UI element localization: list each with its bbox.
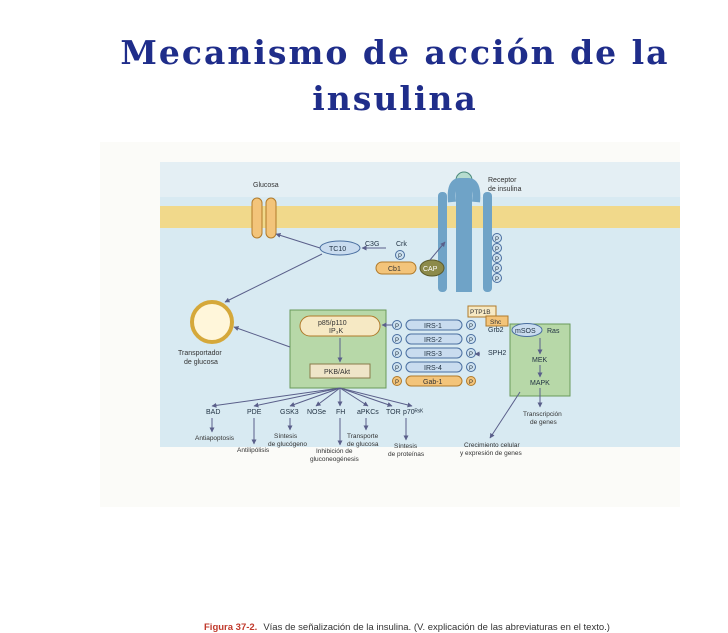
receptor-phosphate-5: P (495, 277, 499, 283)
irs-2-label: IRS-2 (424, 337, 442, 344)
mek-label: MEK (532, 357, 548, 364)
shc-node (485, 315, 509, 327)
crk-label: Crk (396, 241, 407, 248)
outcome-transcripcion-2: de genes (530, 419, 557, 426)
target-bad: BAD (206, 409, 220, 416)
outcome-glucogeno-2: de glucógeno (268, 441, 307, 448)
figure-number: Figura 37-2. (204, 622, 258, 633)
outcome-antilipolisis: Antilipólisis (237, 447, 270, 454)
arrows (209, 232, 543, 446)
outcome-transcripcion-1: Transcripción (523, 411, 562, 418)
pi3k-node (299, 315, 381, 337)
pkb-label: PKB/Akt (324, 369, 350, 376)
irs-1-label: IRS-1 (424, 323, 442, 330)
receptor-label-2: de insulina (488, 186, 522, 193)
pi3k-label-2: IP₃K (329, 328, 343, 335)
receptor-phosphate-1: P (495, 237, 499, 243)
irs-3-label: IRS-3 (424, 351, 442, 358)
ptp1b-node (467, 305, 497, 318)
cb1-label: Cb1 (388, 266, 401, 273)
outcome-antiapoptosis: Antiapoptosis (195, 435, 235, 442)
svg-text:P: P (395, 380, 399, 386)
title-line-2: insulina (312, 79, 478, 118)
title-line-1: Mecanismo de acción de la (120, 33, 670, 72)
svg-text:P: P (395, 324, 399, 330)
msos-label: mSOS (515, 328, 536, 335)
svg-text:P: P (395, 338, 399, 344)
ras-label: Ras (547, 328, 560, 335)
tc10-label: TC10 (329, 246, 346, 253)
outcomes: Antiapoptosis Antilipólisis Síntesis de … (195, 411, 562, 463)
gab-1-label: Gab-1 (423, 379, 443, 386)
svg-text:P: P (469, 380, 473, 386)
cell-membrane (160, 206, 680, 228)
figure-caption-text: Vías de señalización de la insulina. (V.… (263, 622, 610, 633)
target-gsk3: GSK3 (280, 409, 299, 416)
transporter-label-1: Transportador (178, 350, 222, 357)
cap-node (419, 259, 445, 277)
ptp1b-label: PTP1B (470, 309, 491, 316)
receptor-phosphate-2: P (495, 247, 499, 253)
svg-text:P: P (395, 366, 399, 372)
pi3k-label-1: p85/p110 (318, 320, 347, 327)
msos-node (511, 323, 543, 337)
receptor-phosphate-4: P (495, 267, 499, 273)
svg-text:P: P (469, 338, 473, 344)
svg-text:P: P (469, 366, 473, 372)
glucose-label: Glucosa (253, 182, 279, 189)
insulin-receptor (438, 171, 492, 292)
shc-label: Shc (490, 319, 502, 326)
irs-rows (392, 319, 476, 387)
sph2-label: SPH2 (488, 350, 506, 357)
crk-phosphate-label: P (398, 254, 402, 260)
target-nose: NOSe (307, 409, 326, 416)
figure-caption: Figura 37-2. Vías de señalización de la i… (204, 622, 728, 633)
outcome-glucogeno-1: Síntesis (274, 433, 298, 440)
pathway-diagram: Glucosa Receptor de insulina P P P P P T… (160, 162, 680, 463)
svg-text:P: P (469, 324, 473, 330)
extracellular-area (160, 162, 680, 197)
target-apkcs: aPKCs (357, 409, 379, 416)
c3g-label: C3G (365, 241, 379, 248)
outcome-crecimiento-1: Crecimiento celular (464, 442, 520, 449)
cap-label: CAP (423, 266, 438, 273)
irs-4-label: IRS-4 (424, 365, 442, 372)
outcome-proteinas-1: Síntesis (394, 443, 418, 450)
outcome-transporte-2: de glucosa (347, 441, 379, 448)
mapk-label: MAPK (530, 380, 550, 387)
slide-title: Mecanismo de acción de la insulina (95, 30, 695, 122)
crk-phosphate (395, 250, 405, 260)
target-tor: TOR (386, 409, 401, 416)
cb1-node (375, 261, 417, 275)
pkb-targets: BAD PDE GSK3 NOSe FH aPKCs TOR p70ᴿˢᴷ (206, 409, 423, 416)
outcome-gluconeo-1: Inhibición de (316, 448, 353, 455)
outcome-crecimiento-2: y expresión de genes (460, 450, 523, 457)
svg-text:P: P (395, 352, 399, 358)
transporter-label-2: de glucosa (184, 359, 218, 366)
target-fh: FH (336, 409, 345, 416)
grb2-label: Grb2 (488, 327, 504, 334)
outcome-transporte-1: Transporte (347, 433, 379, 440)
outcome-proteinas-2: de proteínas (388, 451, 425, 458)
pkb-node (309, 363, 371, 379)
signaling-figure: Glucosa Receptor de insulina P P P P P T… (100, 142, 680, 633)
outcome-gluconeo-2: gluconeogénesis (310, 456, 360, 463)
target-pde: PDE (247, 409, 262, 416)
svg-text:P: P (469, 352, 473, 358)
receptor-phosphate-3: P (495, 257, 499, 263)
target-p70: p70ᴿˢᴷ (403, 409, 423, 416)
transporter-vesicle (190, 300, 234, 344)
irs-phosphate-labels: P P P P P P P P P P (395, 324, 473, 386)
glucose-channel (251, 197, 277, 239)
receptor-label-1: Receptor (488, 177, 517, 184)
receptor-phosphates (492, 233, 502, 283)
